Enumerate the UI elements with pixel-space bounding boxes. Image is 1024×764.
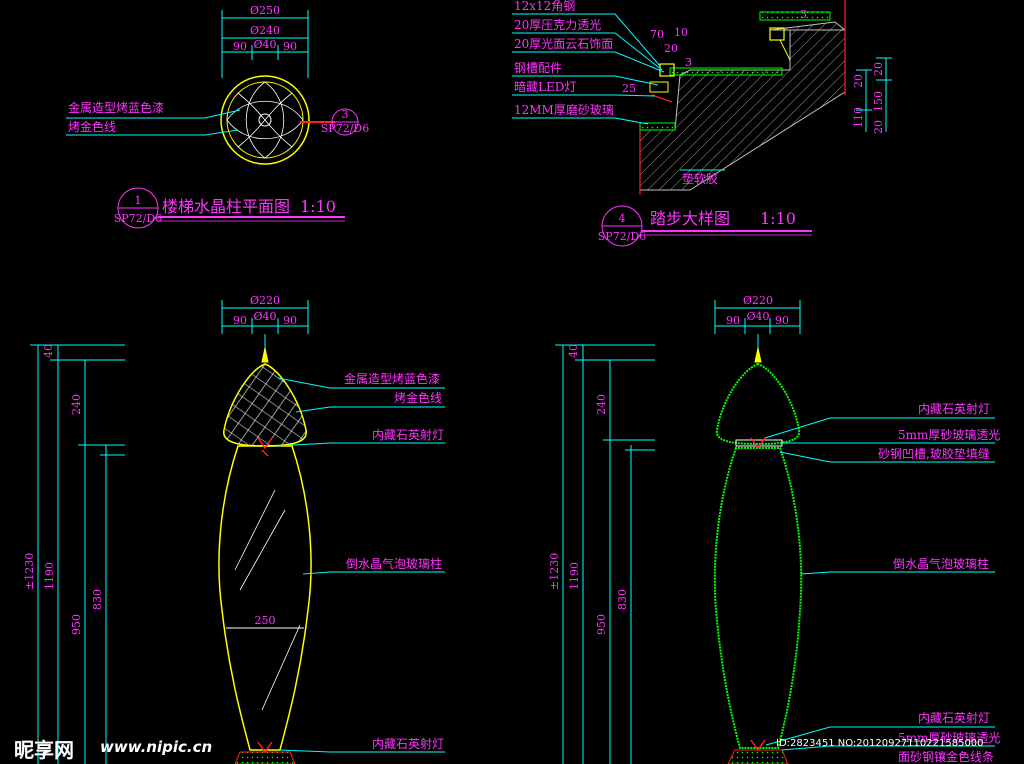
er-note-gold-trim: 面砂钢镶金色线条	[898, 749, 994, 764]
step-right-dims	[856, 57, 892, 132]
el-top-light	[257, 437, 273, 457]
el-dim-right: 90	[283, 314, 297, 327]
step-note-acrylic: 20厚压克力透光	[514, 18, 601, 32]
plan-title-sheet: SP72/D6	[114, 212, 162, 225]
elev-left: Ø220 90 Ø40 90 40 240 ±1230 1190 950 830	[23, 294, 445, 764]
el-dim-830: 830	[91, 589, 104, 610]
el-glass-reflections	[234, 489, 301, 711]
step-dim-r20b: 20	[872, 62, 885, 76]
el-note-gold: 烤金色线	[394, 390, 442, 405]
step-dim-r20c: 20	[872, 120, 885, 134]
er-dim-950: 950	[595, 614, 608, 635]
plan-title-num: 1	[135, 194, 142, 207]
step-detail: 12x12角钢 20厚压克力透光 20厚光面云石饰面 钢槽配件 暗藏LED灯 1…	[512, 0, 892, 247]
el-dim-center: Ø40	[253, 310, 276, 323]
er-dim-center: Ø40	[746, 310, 769, 323]
plan-dim-lines	[221, 10, 309, 78]
er-note-light-top: 内藏石英射灯	[918, 401, 990, 416]
el-dim-1190: 1190	[43, 562, 56, 590]
plan-center-hole	[258, 113, 272, 127]
er-dim-1230: ±1230	[548, 553, 561, 590]
step-dim-r150: 150	[872, 91, 885, 112]
plan-scale: 1:10	[300, 197, 336, 216]
el-note-glass: 倒水晶气泡玻璃柱	[346, 556, 442, 571]
er-note-sand-glass-bottom: 5mm厚砂玻璃透光	[898, 731, 1000, 745]
el-glass-column	[218, 445, 312, 751]
el-width-dim: 250	[255, 614, 276, 627]
step-note-rubber: 垫软胶	[682, 171, 718, 186]
er-top-light	[750, 437, 766, 450]
step-note-angle: 12x12角钢	[514, 0, 575, 13]
step-note-led: 暗藏LED灯	[514, 79, 576, 94]
el-dim-240: 240	[70, 394, 83, 415]
el-note-metal: 金属造型烤蓝色漆	[344, 371, 440, 386]
er-note-sand-glass: 5mm厚砂玻璃透光	[898, 428, 1000, 442]
step-dim-70: 70	[650, 28, 664, 41]
er-dim-right: 90	[775, 314, 789, 327]
plan-note-gold: 烤金色线	[68, 119, 116, 134]
step-note-marble: 20厚光面云石饰面	[514, 37, 613, 51]
el-dim-overall: Ø220	[250, 294, 280, 307]
er-leaders	[764, 417, 995, 751]
step-note-glass: 12MM厚磨砂玻璃	[514, 103, 614, 117]
step-dim-20: 20	[664, 42, 678, 55]
plan-dim-right: 90	[283, 40, 297, 53]
er-glass-column	[713, 447, 803, 749]
step-title: 踏步大样图	[650, 209, 730, 228]
el-dim-950: 950	[70, 614, 83, 635]
el-note-light-top: 内藏石英射灯	[372, 427, 444, 442]
plan-dim-center: Ø40	[253, 38, 276, 51]
plan-detail-sheet: SP72/D6	[321, 122, 369, 135]
step-dim-10: 10	[674, 26, 688, 39]
er-crystal-cap	[715, 362, 801, 446]
step-dim-r20a: 20	[852, 74, 865, 88]
step-small-3b: 3	[800, 8, 807, 21]
plan-dim-inner: Ø240	[250, 24, 280, 37]
el-crystal-cap	[223, 363, 307, 447]
step-leaders	[512, 13, 665, 125]
plan-detail-num: 3	[342, 108, 349, 121]
el-base	[234, 751, 296, 764]
er-note-glass: 倒水晶气泡玻璃柱	[893, 556, 989, 571]
step-title-num: 4	[619, 212, 626, 225]
watermark-brand: 昵享网	[14, 738, 74, 762]
step-small-3a: 3	[685, 56, 692, 69]
elev-left-top-dims	[221, 300, 309, 350]
el-dim-40: 40	[42, 344, 55, 358]
er-dim-240: 240	[595, 394, 608, 415]
el-dim-1230: ±1230	[23, 553, 36, 590]
plan-dim-overall: Ø250	[250, 4, 280, 17]
er-note-light-bottom: 内藏石英射灯	[918, 710, 990, 725]
el-note-light-bottom: 内藏石英射灯	[372, 736, 444, 751]
elev-right-top-dims	[714, 300, 801, 350]
elev-right-side-dims	[555, 344, 655, 764]
watermark-url: www.nipic.cn	[100, 738, 213, 756]
er-dim-overall: Ø220	[743, 294, 773, 307]
step-note-steel: 钢槽配件	[514, 61, 562, 75]
step-stone-finish	[669, 67, 783, 76]
el-dim-left: 90	[233, 314, 247, 327]
er-dim-40: 40	[567, 344, 580, 358]
elev-left-side-dims	[30, 344, 125, 764]
plan-swirl-pattern	[226, 81, 304, 159]
er-dim-left: 90	[726, 314, 740, 327]
watermark-id: ID:2823451 NO:20120927110221585000	[776, 738, 984, 749]
er-base	[727, 749, 789, 764]
el-leaders	[275, 377, 445, 753]
plan-outer-circle	[220, 75, 310, 165]
plan-title: 楼梯水晶柱平面图	[162, 197, 290, 216]
step-dim-25: 25	[622, 82, 636, 95]
step-title-sheet: SP72/D6	[598, 230, 646, 243]
plan-dim-left: 90	[233, 40, 247, 53]
plan-view: Ø250 Ø240 90 Ø40 90 金属造型烤蓝色漆 烤金色线 3 SP72…	[66, 4, 369, 229]
er-dim-1190: 1190	[568, 562, 581, 590]
er-note-groove: 砂钢凹槽,玻胶垫填缝	[878, 446, 990, 461]
er-dim-830: 830	[616, 589, 629, 610]
elev-right: Ø220 90 Ø40 90 40 240 ±1230 1190 950 830	[548, 294, 1000, 764]
step-dim-r110: 110	[852, 107, 865, 128]
plan-leaders	[66, 109, 241, 136]
step-scale: 1:10	[760, 209, 796, 228]
plan-note-metal: 金属造型烤蓝色漆	[68, 100, 164, 115]
